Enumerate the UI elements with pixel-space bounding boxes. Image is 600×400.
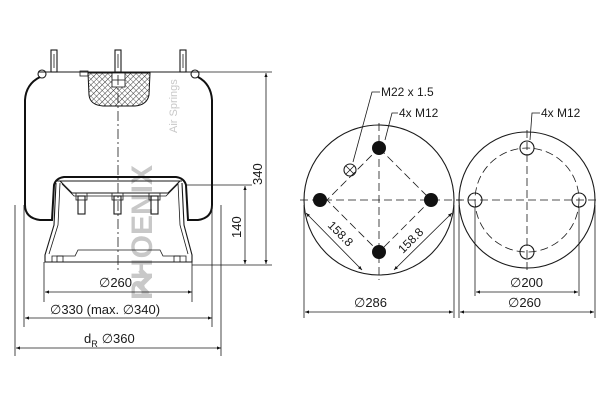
dim-stud-spacing-left xyxy=(305,212,363,271)
top-studs-label: 4x M12 xyxy=(399,106,439,120)
dim-286-label: ∅286 xyxy=(354,295,387,310)
stud-hole-right xyxy=(424,193,438,207)
top-studs xyxy=(50,49,187,73)
dim-140-label: 140 xyxy=(229,216,244,238)
piston-bottom-view: 4x M12 ∅200 ∅260 xyxy=(456,106,598,318)
stud-hole-bottom xyxy=(372,245,386,259)
dim-158-left-label: 158.8 xyxy=(325,218,356,249)
air-inlet-symbol xyxy=(343,163,357,177)
stud-hole-left xyxy=(313,193,327,207)
piston-outline xyxy=(458,131,596,269)
piston xyxy=(44,180,193,263)
watermark-brand: PHOENIX xyxy=(126,165,159,300)
dim-260-label: ∅260 xyxy=(99,275,132,290)
dim-158-right-label: 158.8 xyxy=(395,225,426,256)
dim-330-label: ∅330 (max. ∅340) xyxy=(50,302,160,317)
dim-stud-spacing-right xyxy=(393,212,453,271)
dim-260-bottom-label: ∅260 xyxy=(508,295,541,310)
stud-hole-top xyxy=(372,141,386,155)
dim-200-label: ∅200 xyxy=(510,275,543,290)
side-view: PHOENIX Air Springs xyxy=(14,49,272,356)
bolt-hole-top xyxy=(519,140,535,156)
bolt-circle xyxy=(474,147,580,253)
dim-340-label: 340 xyxy=(250,163,265,185)
top-plate-view: M22 x 1.5 4x M12 158.8 158.8 ∅286 xyxy=(300,85,462,318)
dim-360-label: dR∅360 xyxy=(84,331,135,349)
bolt-hole-bottom xyxy=(519,244,535,260)
watermark-tagline: Air Springs xyxy=(168,79,180,133)
air-connection-label: M22 x 1.5 xyxy=(381,85,434,99)
phoenix-watermark: PHOENIX Air Springs xyxy=(126,79,180,300)
piston-bolts-label: 4x M12 xyxy=(541,106,581,120)
